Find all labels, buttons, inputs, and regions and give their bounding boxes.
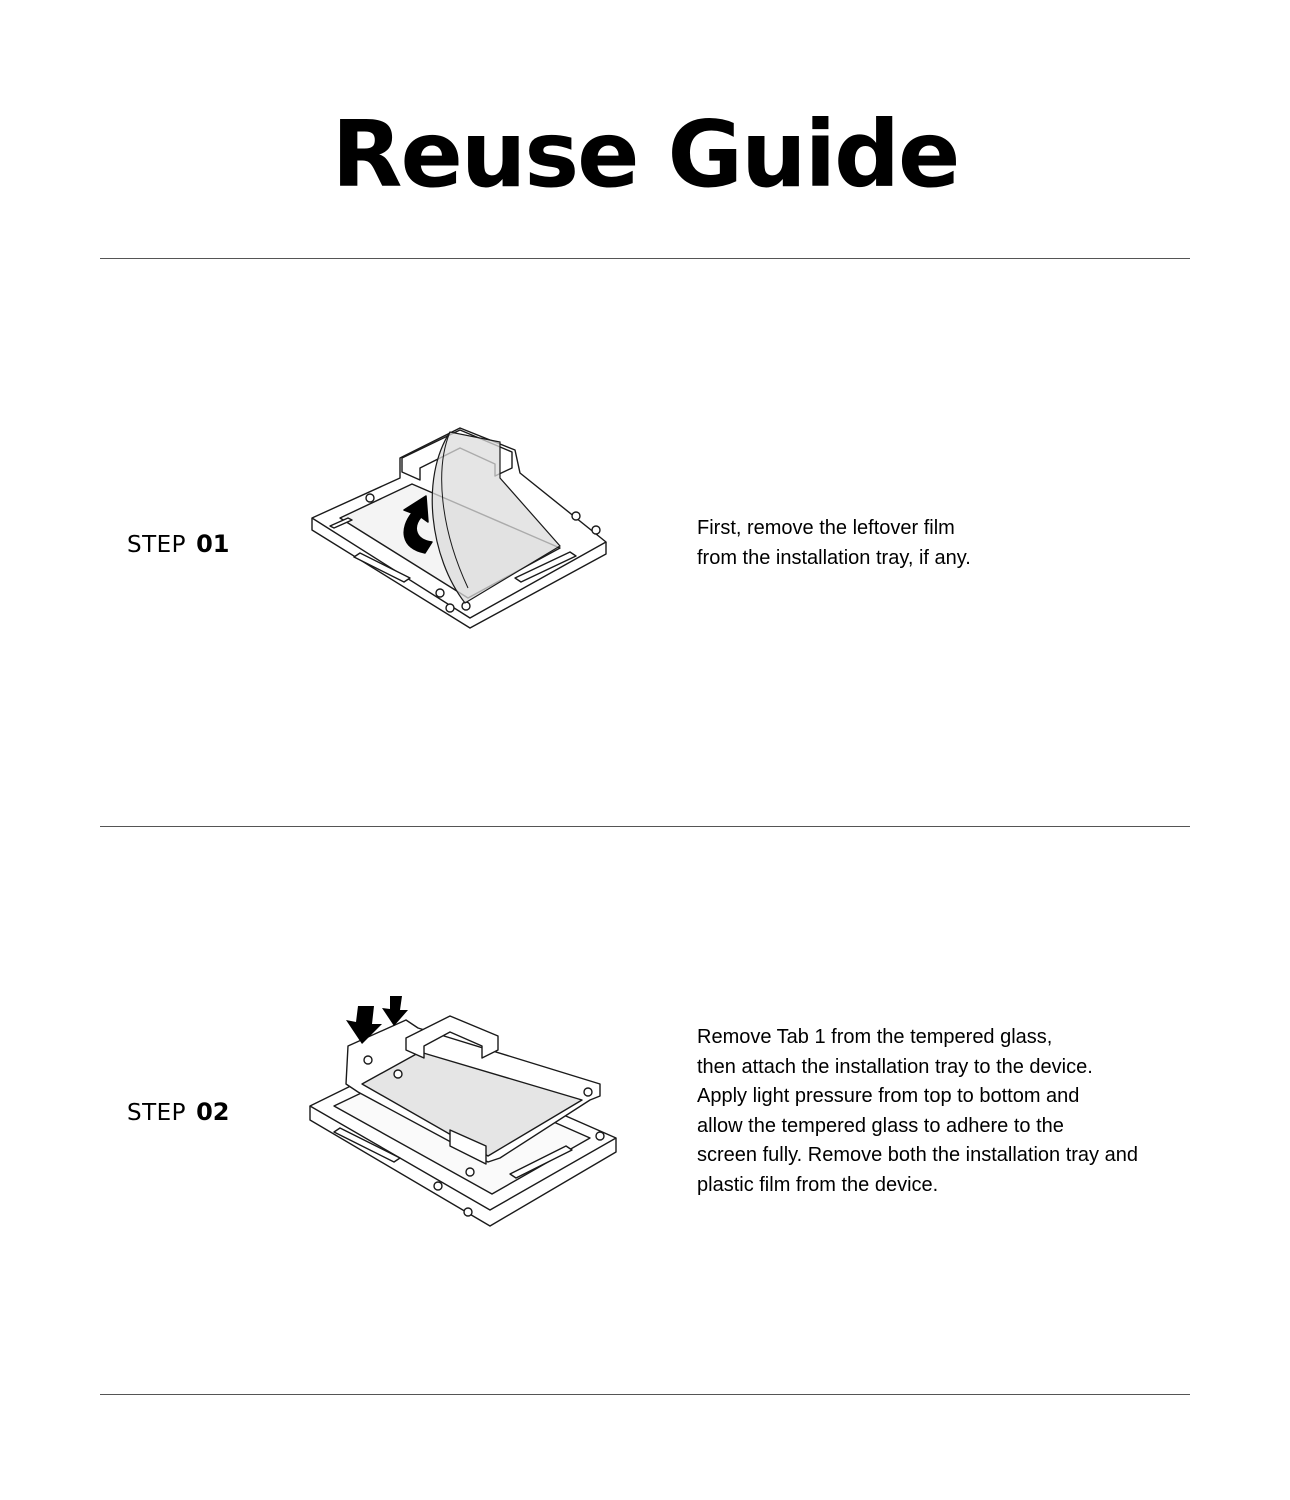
step-word: STEP (127, 532, 187, 558)
step-02-label: STEP 02 (127, 1098, 229, 1127)
step-01-description: First, remove the leftover film from the… (697, 514, 1177, 573)
step-02-line: Remove Tab 1 from the tempered glass, (697, 1026, 1053, 1048)
tray-peel-illustration (311, 427, 607, 629)
step-02-description: Remove Tab 1 from the tempered glass, th… (697, 1023, 1177, 1201)
tray-attach-illustration (309, 996, 617, 1227)
divider-bottom (100, 1394, 1190, 1395)
step-01-line: from the installation tray, if any. (697, 546, 971, 569)
page-title: Reuse Guide (331, 101, 961, 208)
divider-middle (100, 826, 1190, 827)
step-02-line: allow the tempered glass to adhere to th… (697, 1114, 1064, 1137)
step-02-line: plastic film from the device. (697, 1173, 939, 1196)
step-word: STEP (127, 1100, 187, 1126)
step-number: 02 (196, 1098, 230, 1126)
divider-top (100, 258, 1190, 259)
step-02-line: screen fully. Remove both the installati… (697, 1144, 1138, 1167)
step-02-line: then attach the installation tray to the… (697, 1055, 1093, 1078)
step-01-label: STEP 01 (127, 530, 229, 559)
step-number: 01 (196, 530, 230, 558)
step-02-line: Apply light pressure from top to bottom … (697, 1085, 1080, 1108)
step-01-line: First, remove the leftover film (697, 517, 955, 539)
